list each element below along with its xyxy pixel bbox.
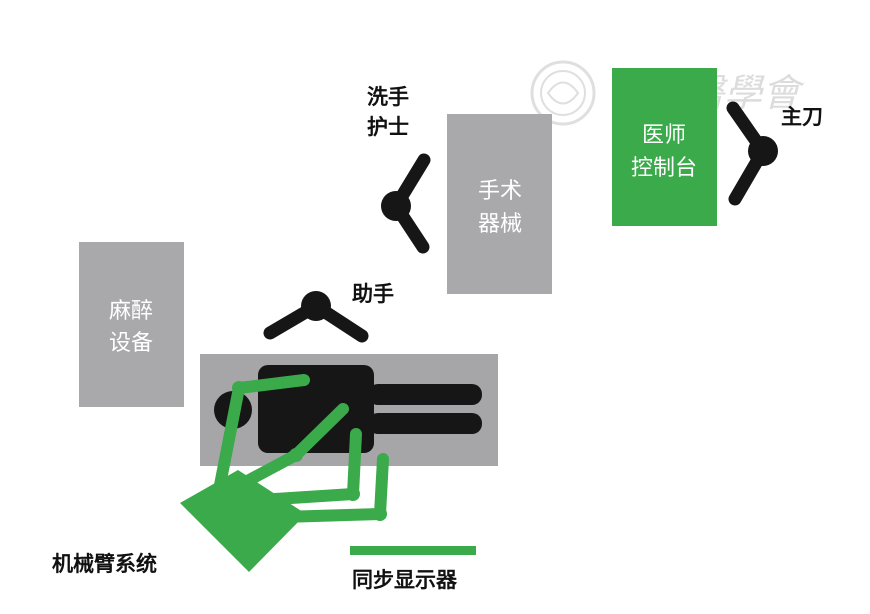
anesthesia-label-line1: 麻醉 xyxy=(109,299,153,324)
surgeon-console-box xyxy=(612,68,717,226)
surgical-instruments-box xyxy=(447,114,552,294)
console-label-line1: 医师 xyxy=(642,123,686,148)
assistant-label: 助手 xyxy=(352,282,394,306)
scrub-nurse-figure xyxy=(381,153,431,254)
assistant-figure xyxy=(263,291,369,343)
instruments-label-line1: 手术 xyxy=(478,179,522,204)
watermark-seal xyxy=(530,60,596,126)
anesthesia-label-line2: 设备 xyxy=(109,331,153,356)
sync-display-label: 同步显示器 xyxy=(352,568,458,592)
console-label-line2: 控制台 xyxy=(631,156,697,181)
scrub-nurse-label-line1: 洗手 xyxy=(367,85,409,109)
robot-arm-system xyxy=(180,374,389,572)
scrub-nurse-label-line2: 护士 xyxy=(367,115,409,139)
surgeon-figure xyxy=(726,101,778,206)
robot-arm-label: 机械臂系统 xyxy=(52,552,157,576)
anesthesia-equipment-box xyxy=(79,242,184,407)
surgeon-label: 主刀 xyxy=(781,105,823,129)
instruments-label-line2: 器械 xyxy=(478,212,522,237)
sync-display-bar xyxy=(350,546,476,555)
